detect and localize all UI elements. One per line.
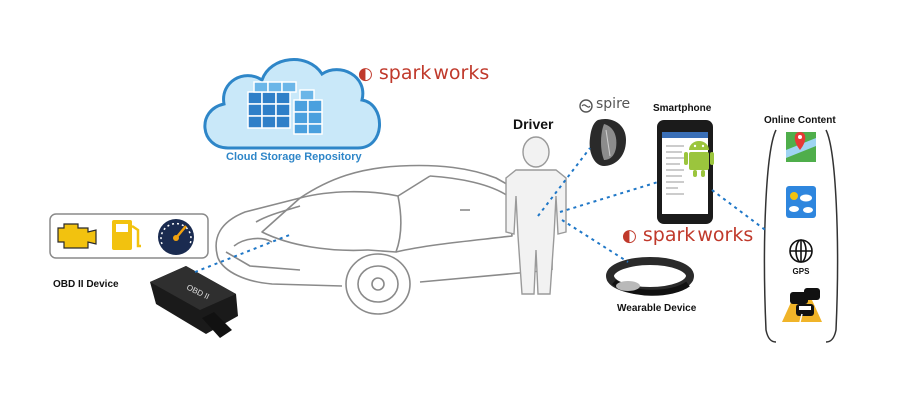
spire-logo-text: spire [596,96,631,112]
android-logo-icon [684,141,714,177]
cloud-storage-label: Cloud Storage Repository [226,151,362,163]
link-driver-to-spire [537,147,591,217]
driver-figure [505,136,567,295]
fuel-pump-icon [112,220,141,250]
sparkworks-swirl-icon: ◐ [358,64,373,84]
gps-globe-icon [789,239,813,263]
sparkworks-works-text: works [697,224,754,246]
obd-dongle-icon: OBD II [150,266,238,338]
spire-logo-icon [579,99,593,113]
spire-device-icon [589,118,626,166]
wristband-icon [606,257,694,296]
connection-lines [194,147,769,273]
check-engine-icon [57,223,97,249]
map-pin-icon [786,132,816,162]
weather-icon [786,186,816,218]
car-illustration [215,164,553,315]
obd-device-label: OBD II Device [53,279,119,290]
smartphone-label: Smartphone [653,103,712,114]
link-phone-to-online [711,189,769,233]
online-content-bracket [763,129,839,343]
link-driver-to-phone [559,181,659,213]
speedometer-icon [158,219,194,255]
sparkworks-spark-text: spark [642,224,696,246]
sparkworks-logo-top: ◐ spark works [358,62,489,84]
sparkworks-logo-bottom: ◐ spark works [622,224,753,246]
cloud-icon [203,58,381,150]
gps-label: GPS [793,267,811,276]
link-obd-to-car [194,233,293,273]
traffic-icon [782,288,822,323]
link-driver-to-wristband [561,219,629,263]
sparkworks-spark-text: spark [378,62,432,84]
driver-label: Driver [513,116,554,132]
sparkworks-swirl-icon: ◐ [622,226,637,246]
sparkworks-works-text: works [433,62,490,84]
online-content-label: Online Content [764,115,836,126]
wearable-device-label: Wearable Device [617,303,697,314]
database-cubes-icon [247,81,323,135]
